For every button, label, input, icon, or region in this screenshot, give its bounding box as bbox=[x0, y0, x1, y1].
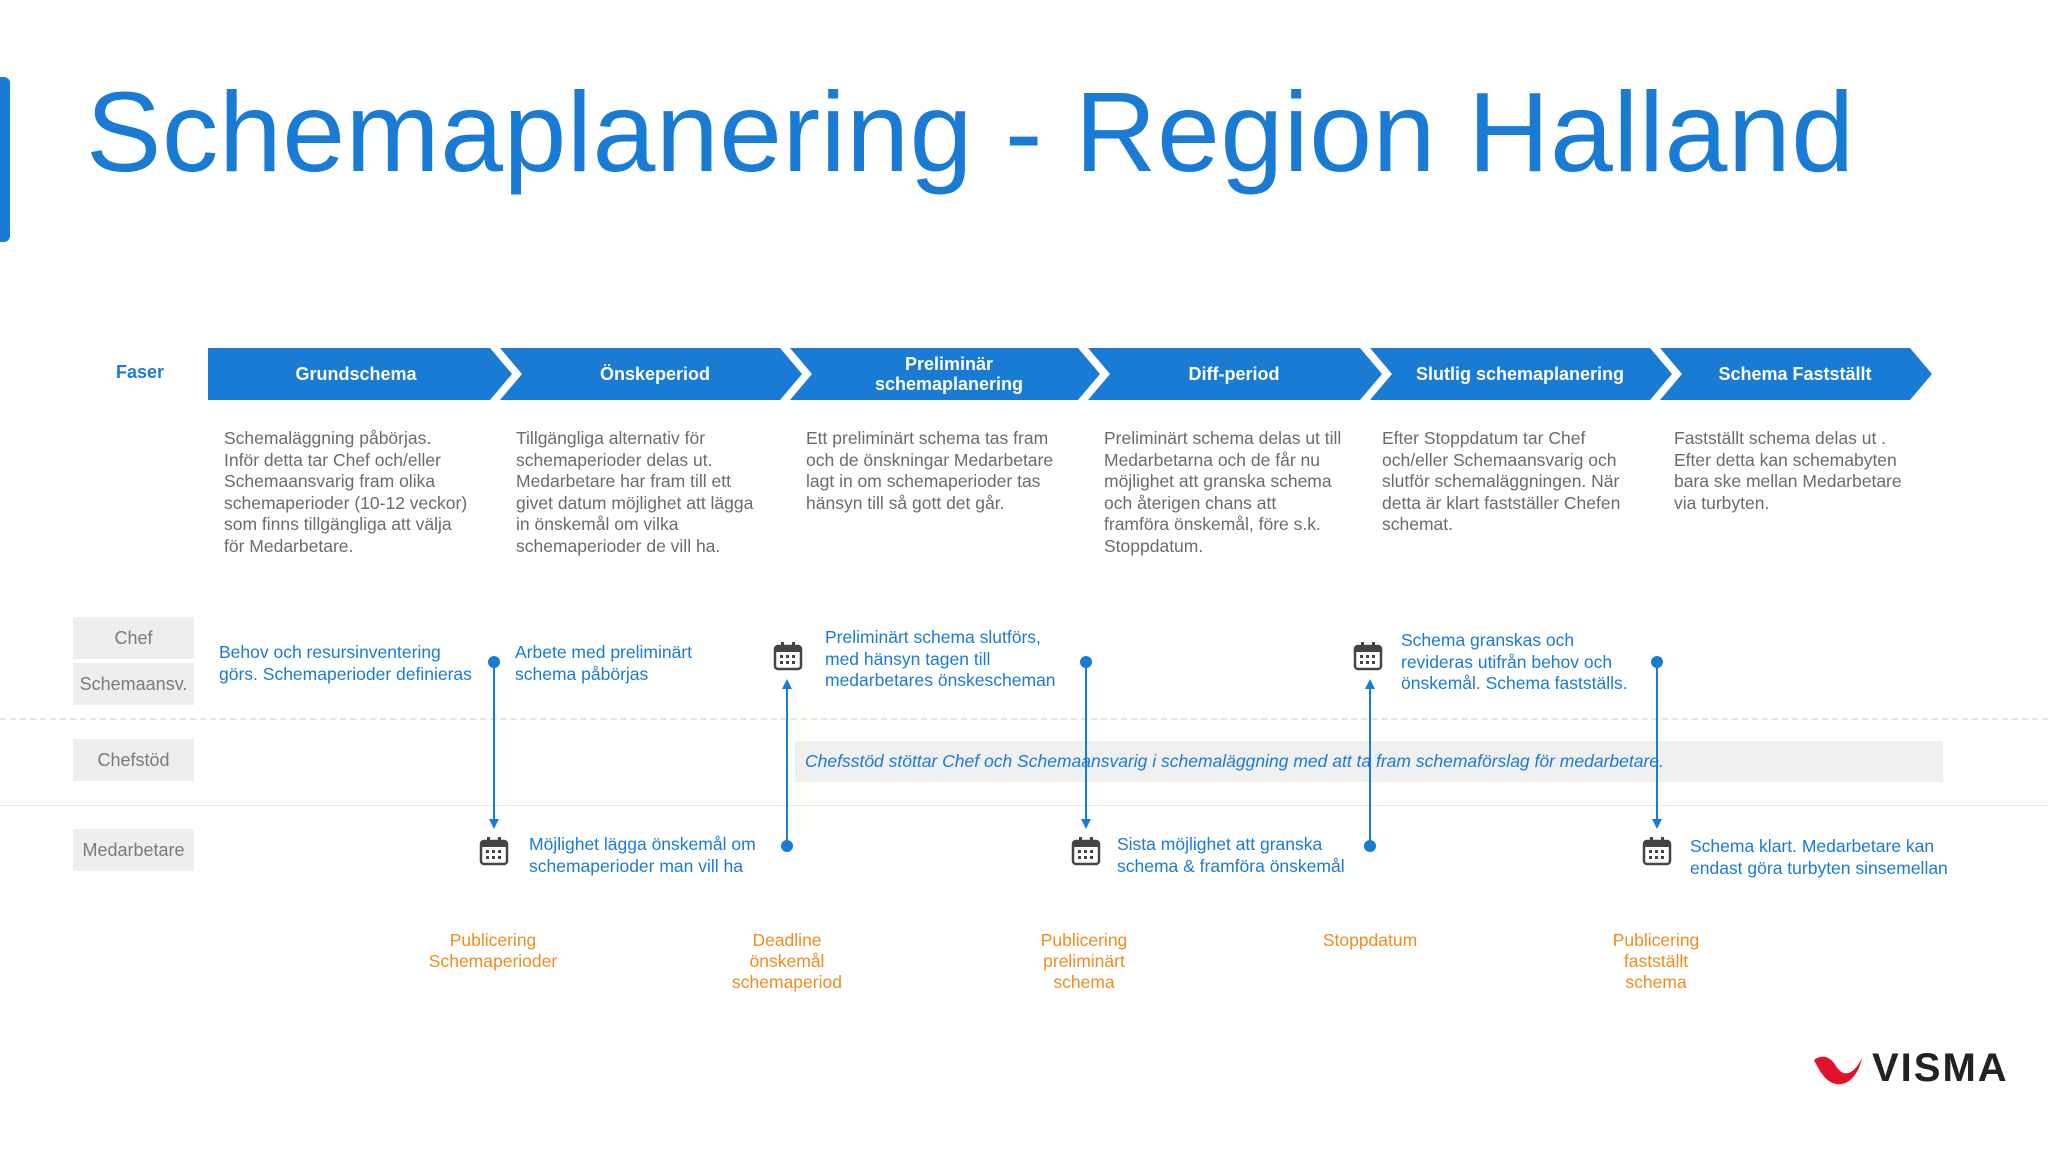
role-chefstod: Chefstöd bbox=[73, 739, 194, 781]
calendar-icon bbox=[1071, 837, 1101, 866]
calendar-icon bbox=[1353, 642, 1383, 671]
lane-divider-dashed bbox=[0, 718, 2048, 720]
milestone-1: Publicering Schemaperioder bbox=[428, 930, 558, 971]
phase-description-6: Fastställt schema delas ut . Efter detta… bbox=[1674, 428, 1902, 513]
phase-label-4: Diff-period bbox=[1188, 364, 1280, 384]
calendar-icon bbox=[773, 642, 803, 671]
milestone-3: Publicering preliminärt schema bbox=[1040, 930, 1128, 992]
medarbetare-item-3: Schema klart. Medarbetare kan endast gör… bbox=[1690, 836, 1948, 878]
phase-chevron-2 bbox=[500, 348, 802, 400]
page-title: Schemaplanering - Region Halland bbox=[86, 69, 1855, 195]
phase-chevron-5 bbox=[1370, 348, 1672, 400]
phase-label-5: Slutlig schemaplanering bbox=[1415, 364, 1625, 384]
chef-item-3: Preliminärt schema slutförs, med hänsyn … bbox=[825, 627, 1056, 690]
phase-chevron-3 bbox=[790, 348, 1100, 400]
visma-swoosh-icon bbox=[1814, 1056, 1862, 1084]
phase-description-5: Efter Stoppdatum tar Chef och/eller Sche… bbox=[1382, 428, 1621, 534]
lane-divider-solid bbox=[0, 805, 2048, 806]
chef-item-2: Arbete med preliminärt schema påbörjas bbox=[515, 642, 693, 684]
chef-item-1: Behov och resursinventering görs. Schema… bbox=[219, 642, 472, 684]
role-medarbetare: Medarbetare bbox=[73, 829, 194, 871]
medarbetare-item-1: Möjlighet lägga önskemål om schemaperiod… bbox=[529, 834, 756, 876]
chef-item-4: Schema granskas och revideras utifrån be… bbox=[1401, 630, 1628, 693]
phase-chevron-4 bbox=[1088, 348, 1382, 400]
faser-label: Faser bbox=[115, 362, 165, 382]
chefstod-text: Chefsstöd stöttar Chef och Schemaansvari… bbox=[805, 751, 1664, 771]
milestone-4: Stoppdatum bbox=[1322, 930, 1418, 950]
calendar-icon bbox=[479, 837, 509, 866]
role-schemaansv: Schemaansv. bbox=[73, 663, 194, 705]
visma-logo: VISMA bbox=[1812, 1046, 2009, 1091]
milestone-2: Deadline önskemål schemaperiod bbox=[732, 930, 842, 992]
medarbetare-item-2: Sista möjlighet att granska schema & fra… bbox=[1117, 834, 1345, 876]
phase-description-4: Preliminärt schema delas ut till Medarbe… bbox=[1104, 428, 1342, 556]
phase-description-3: Ett preliminärt schema tas fram och de ö… bbox=[806, 428, 1054, 513]
phase-description-2: Tillgängliga alternativ för schemaperiod… bbox=[516, 428, 754, 556]
phase-chevron-1 bbox=[208, 348, 512, 400]
role-chef: Chef bbox=[73, 617, 194, 659]
phase-label-3: Preliminär schemaplanering bbox=[874, 354, 1024, 394]
milestone-5: Publicering fastställt schema bbox=[1612, 930, 1700, 992]
phase-description-1: Schemaläggning påbörjas. Inför detta tar… bbox=[224, 428, 468, 556]
calendar-icon bbox=[1642, 837, 1672, 866]
accent-bar bbox=[0, 77, 10, 242]
logo-text: VISMA bbox=[1872, 1046, 2009, 1090]
phase-chevron-6 bbox=[1660, 348, 1932, 400]
phase-label-1: Grundschema bbox=[295, 364, 417, 384]
phase-label-6: Schema Fastställt bbox=[1718, 364, 1872, 384]
phase-label-2: Önskeperiod bbox=[599, 364, 711, 384]
